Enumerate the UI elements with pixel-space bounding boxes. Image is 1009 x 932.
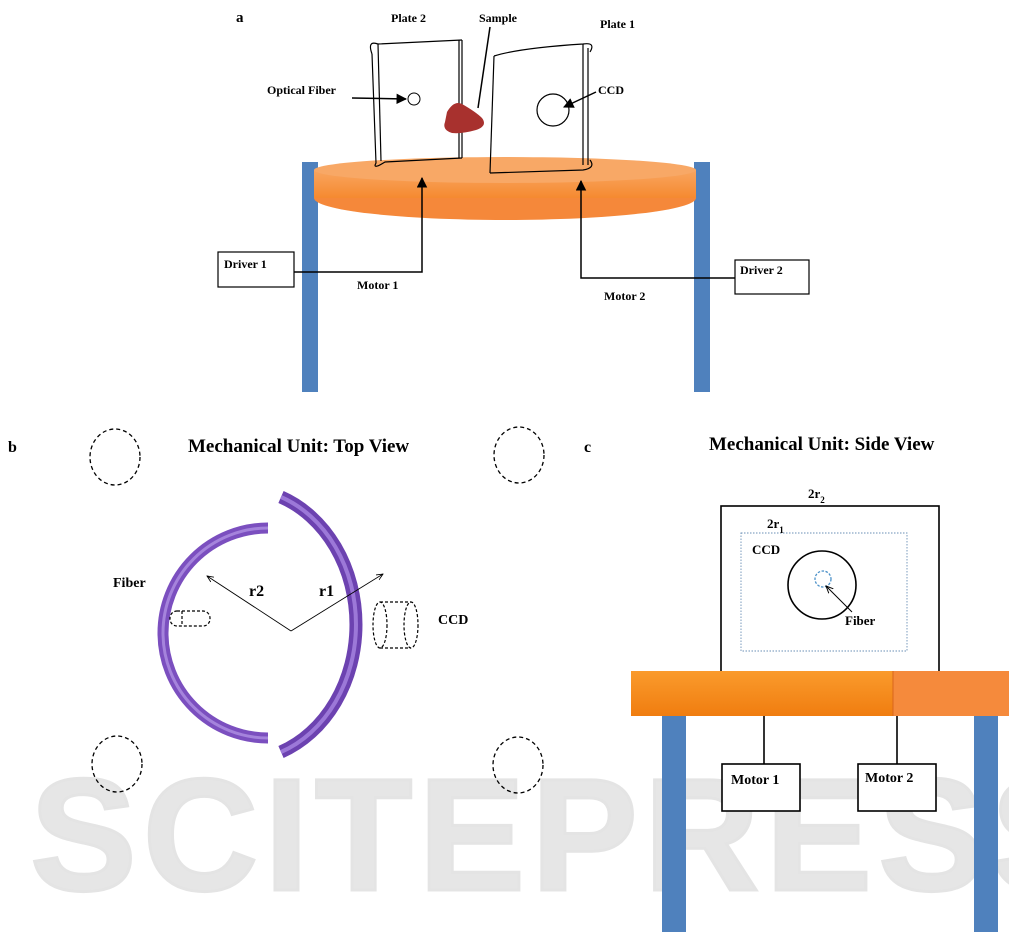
fiber-holder [169, 610, 211, 627]
motor-2-connector [575, 179, 735, 279]
mount-hole-bottom-left [91, 735, 143, 793]
sample-leader [477, 26, 491, 109]
fiber-pointer-c [826, 586, 853, 613]
plate-2 [369, 39, 463, 167]
mount-hole-top-left [89, 428, 141, 486]
mount-hole-top-right [493, 426, 545, 484]
r1-label: r1 [319, 583, 334, 600]
ccd-holder [372, 601, 419, 649]
optical-fiber-label: Optical Fiber [267, 83, 337, 97]
table-top-motor-2 [893, 671, 1009, 716]
panel-c-label: c [584, 439, 591, 456]
panel-b: b Mechanical Unit: Top View r2 r1 Fiber [8, 426, 545, 794]
r2-line [207, 576, 292, 632]
fiber-label-b: Fiber [113, 576, 146, 591]
ccd-label-b: CCD [438, 613, 468, 628]
plate-1-arc [278, 491, 363, 758]
sample-label: Sample [479, 11, 518, 25]
motor-1-box [721, 763, 801, 812]
r2-label: r2 [249, 583, 264, 600]
table-top-motor-1 [631, 671, 893, 716]
rotating-disk-top [314, 157, 696, 183]
panel-b-label: b [8, 439, 17, 456]
left-post [302, 162, 318, 392]
mount-hole-bottom-right [492, 736, 544, 794]
motor-2-label-c: Motor 2 [865, 771, 913, 786]
watermark-text: SCITEPRESS [30, 745, 1009, 924]
ccd-arrow-a [563, 91, 597, 108]
motor-1-connector [294, 176, 428, 273]
inner-plate-dimension: 2r1 [767, 516, 784, 535]
right-post [694, 162, 710, 392]
driver-1-box: Driver 1 [217, 251, 295, 288]
panel-b-title: Mechanical Unit: Top View [188, 436, 409, 457]
motor-1-label-a: Motor 1 [357, 278, 398, 292]
optical-fiber-port [407, 92, 421, 106]
panel-a-label: a [236, 10, 244, 26]
sample-blob [444, 103, 484, 134]
motor-2-label-a: Motor 2 [604, 289, 645, 303]
left-leg-c [662, 716, 686, 932]
fiber-label-c: Fiber [845, 613, 876, 628]
motor-1-label-c: Motor 1 [731, 773, 779, 788]
outer-plate-outline [720, 505, 940, 673]
plate-1 [489, 43, 593, 174]
ccd-label-a: CCD [598, 83, 624, 97]
fiber-circle-c [814, 570, 832, 588]
driver-2-label: Driver 2 [740, 263, 783, 277]
ccd-label-c: CCD [752, 542, 780, 557]
plate-2-arc [157, 522, 269, 744]
inner-plate-outline [740, 532, 908, 652]
plate-1-label: Plate 1 [600, 17, 635, 31]
panel-c: c Mechanical Unit: Side View 2r2 2r1 CCD… [584, 434, 1009, 932]
plate-2-label: Plate 2 [391, 11, 426, 25]
driver-2-box: Driver 2 [734, 259, 810, 295]
optical-fiber-arrow [351, 93, 408, 105]
right-leg-c [974, 716, 998, 932]
motor-2-box [857, 763, 937, 812]
ccd-circle-c [787, 550, 857, 620]
panel-c-title: Mechanical Unit: Side View [709, 434, 935, 455]
panel-a: a Plate 2 Sample [217, 10, 810, 392]
outer-plate-dimension: 2r2 [808, 486, 825, 505]
r1-line [290, 574, 383, 632]
driver-1-label: Driver 1 [224, 257, 267, 271]
ccd-sensor [536, 93, 570, 127]
